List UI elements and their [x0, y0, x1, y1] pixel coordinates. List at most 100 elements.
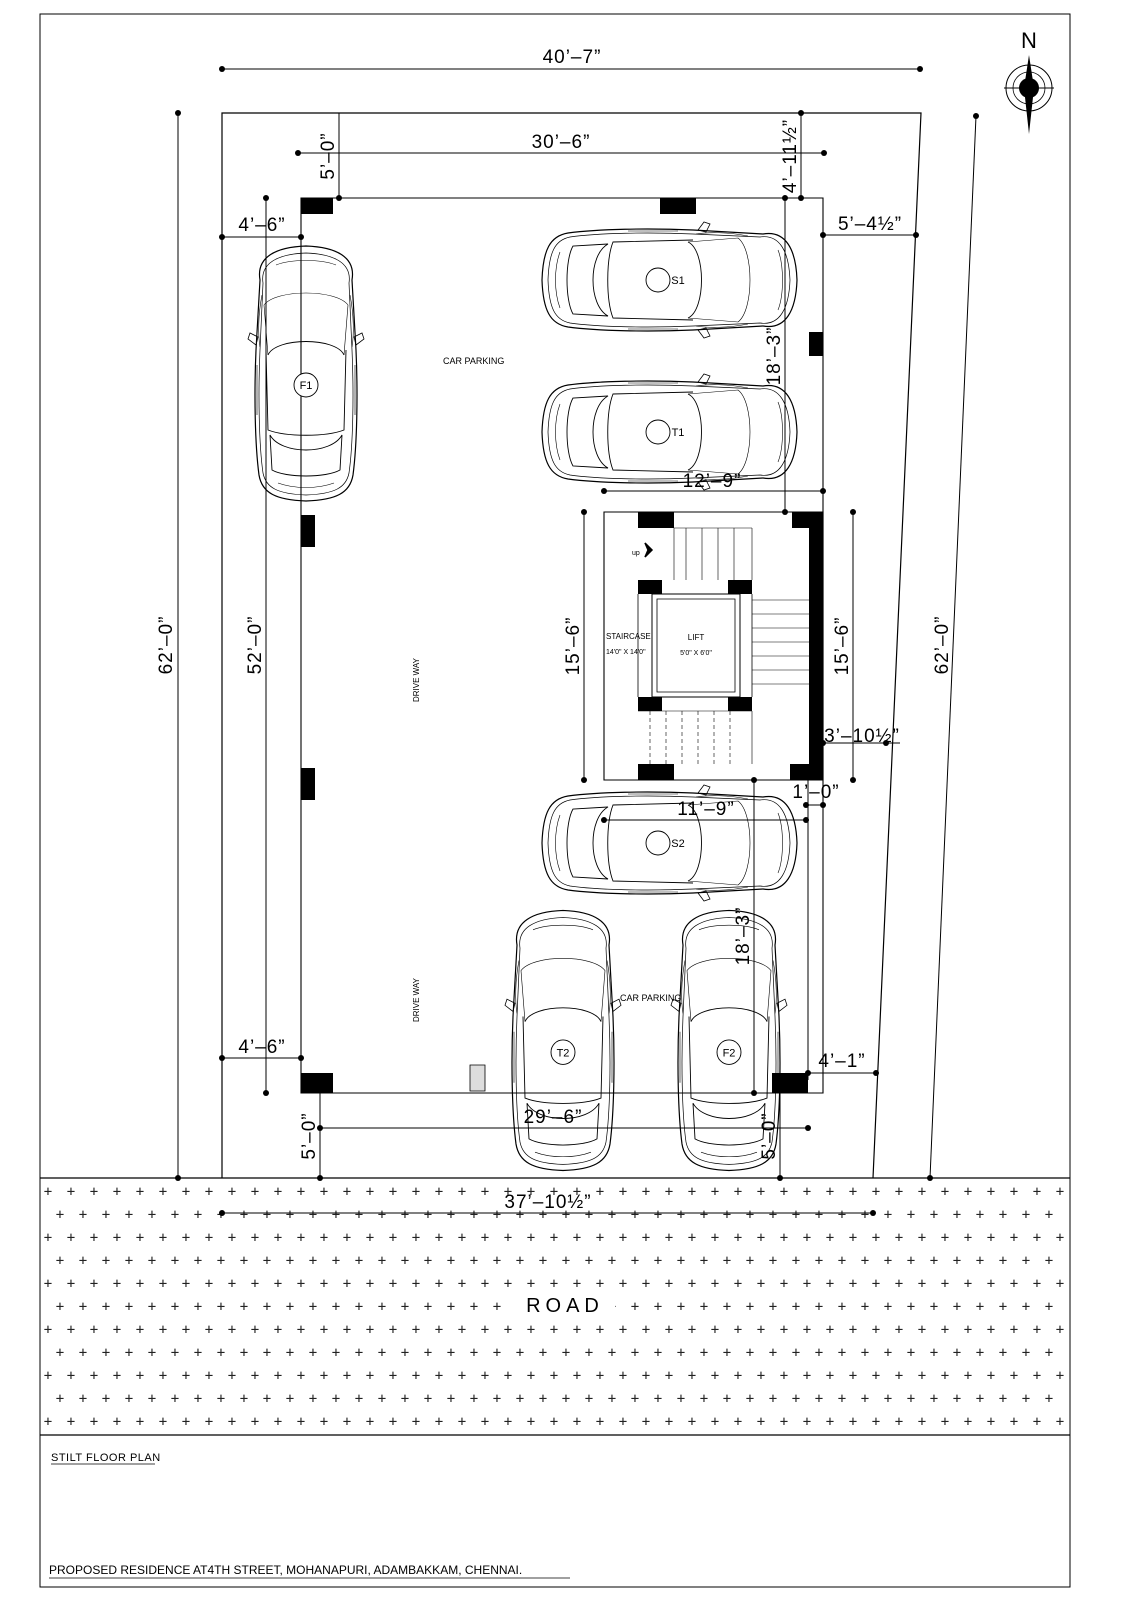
road-hatch-mark: +	[1045, 1299, 1053, 1315]
road-hatch-mark: +	[481, 1184, 489, 1200]
road-hatch-mark: +	[918, 1230, 926, 1246]
road-hatch-mark: +	[861, 1207, 869, 1223]
road-hatch-mark: +	[803, 1414, 811, 1430]
road-hatch-mark: +	[803, 1276, 811, 1292]
road-hatch-mark: +	[401, 1391, 409, 1407]
road-hatch-mark: +	[769, 1391, 777, 1407]
road-hatch-mark: +	[332, 1207, 340, 1223]
road-hatch-mark: +	[792, 1207, 800, 1223]
road-hatch-mark: +	[688, 1322, 696, 1338]
road-hatch-mark: +	[148, 1345, 156, 1361]
north-arrow: N	[1004, 28, 1054, 134]
road-hatch-mark: +	[918, 1368, 926, 1384]
road-hatch-mark: +	[780, 1276, 788, 1292]
road-hatch-mark: +	[769, 1207, 777, 1223]
road-hatch-mark: +	[838, 1299, 846, 1315]
road-hatch-mark: +	[1033, 1230, 1041, 1246]
road-hatch-mark: +	[217, 1391, 225, 1407]
car-f1: F1	[247, 245, 365, 502]
road-hatch-mark: +	[953, 1299, 961, 1315]
road-hatch-mark: +	[251, 1322, 259, 1338]
road-hatch-mark: +	[608, 1207, 616, 1223]
road-hatch-mark: +	[470, 1299, 478, 1315]
road-hatch-mark: +	[654, 1299, 662, 1315]
road-hatch-mark: +	[389, 1368, 397, 1384]
road-hatch-mark: +	[1056, 1184, 1064, 1200]
road-hatch-mark: +	[90, 1230, 98, 1246]
road-hatch-mark: +	[619, 1184, 627, 1200]
road-hatch-mark: +	[585, 1391, 593, 1407]
road-hatch-mark: +	[734, 1368, 742, 1384]
road-hatch-mark: +	[148, 1299, 156, 1315]
road-hatch-mark: +	[79, 1253, 87, 1269]
road-label: ROAD	[526, 1295, 604, 1317]
road-hatch-mark: +	[286, 1345, 294, 1361]
road-hatch-mark: +	[1056, 1322, 1064, 1338]
road-hatch-mark: +	[631, 1391, 639, 1407]
road-hatch-mark: +	[608, 1253, 616, 1269]
road-hatch-mark: +	[550, 1368, 558, 1384]
road-hatch-mark: +	[182, 1230, 190, 1246]
car-s2: S2	[541, 784, 798, 902]
road-hatch-mark: +	[573, 1368, 581, 1384]
road-hatch-mark: +	[194, 1253, 202, 1269]
road-hatch-mark: +	[297, 1184, 305, 1200]
road-hatch-mark: +	[297, 1230, 305, 1246]
road-hatch-mark: +	[286, 1253, 294, 1269]
road-hatch-mark: +	[263, 1345, 271, 1361]
road-hatch-mark: +	[182, 1184, 190, 1200]
road-hatch-mark: +	[619, 1414, 627, 1430]
road-hatch-mark: +	[999, 1299, 1007, 1315]
road-hatch-mark: +	[527, 1322, 535, 1338]
road-hatch-mark: +	[435, 1414, 443, 1430]
road-hatch-mark: +	[631, 1207, 639, 1223]
road-hatch-mark: +	[746, 1207, 754, 1223]
road-hatch-mark: +	[826, 1230, 834, 1246]
road-hatch-mark: +	[953, 1391, 961, 1407]
dim-top-setback: 5’–0”	[318, 132, 339, 179]
road-hatch-mark: +	[493, 1253, 501, 1269]
road-hatch-mark: +	[1033, 1368, 1041, 1384]
road-hatch-mark: +	[378, 1391, 386, 1407]
road-hatch-mark: +	[171, 1391, 179, 1407]
road-hatch-mark: +	[1022, 1391, 1030, 1407]
road-hatch-mark: +	[504, 1368, 512, 1384]
road-hatch-mark: +	[67, 1230, 75, 1246]
road-hatch-mark: +	[826, 1414, 834, 1430]
road-hatch-mark: +	[113, 1414, 121, 1430]
road-hatch-mark: +	[148, 1207, 156, 1223]
road-hatch-mark: +	[251, 1276, 259, 1292]
road-hatch-mark: +	[136, 1184, 144, 1200]
road-hatch-mark: +	[746, 1391, 754, 1407]
road-hatch-mark: +	[953, 1253, 961, 1269]
road-hatch-mark: +	[861, 1253, 869, 1269]
road-hatch-mark: +	[412, 1414, 420, 1430]
road-hatch-mark: +	[516, 1253, 524, 1269]
road-hatch-mark: +	[125, 1345, 133, 1361]
road-hatch-mark: +	[665, 1184, 673, 1200]
road-hatch-mark: +	[148, 1391, 156, 1407]
dim-wall-thickness: 1’–0”	[792, 782, 839, 803]
road-hatch-mark: +	[56, 1345, 64, 1361]
road-hatch-mark: +	[447, 1207, 455, 1223]
road-hatch-mark: +	[964, 1276, 972, 1292]
up-arrow-icon	[645, 543, 652, 557]
road-hatch-mark: +	[113, 1368, 121, 1384]
dim-top-right-setback: 4’–11½”	[780, 119, 801, 193]
road-hatch-mark: +	[90, 1368, 98, 1384]
road-hatch-mark: +	[700, 1207, 708, 1223]
dim-staircase-depth-left: 15’–6”	[563, 617, 584, 676]
road-hatch-mark: +	[424, 1345, 432, 1361]
road-hatch-mark: +	[1056, 1414, 1064, 1430]
road-hatch-mark: +	[1033, 1276, 1041, 1292]
road-hatch-mark: +	[976, 1391, 984, 1407]
road-hatch-mark: +	[872, 1184, 880, 1200]
road-hatch-mark: +	[389, 1230, 397, 1246]
road-hatch-mark: +	[953, 1345, 961, 1361]
road-hatch-mark: +	[366, 1230, 374, 1246]
road-hatch-mark: +	[941, 1184, 949, 1200]
road-hatch-mark: +	[930, 1299, 938, 1315]
road-hatch-mark: +	[228, 1184, 236, 1200]
road-hatch-mark: +	[849, 1184, 857, 1200]
road-hatch-mark: +	[240, 1253, 248, 1269]
